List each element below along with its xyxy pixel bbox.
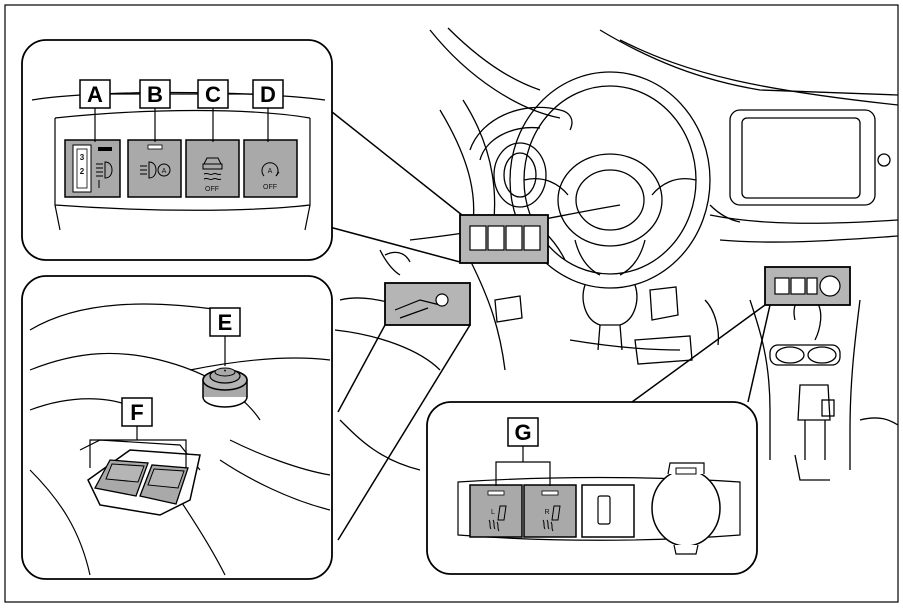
switch-b-auto-high-beam[interactable]: A (127, 139, 182, 198)
svg-text:A: A (162, 168, 167, 175)
callout-leaders (321, 103, 771, 541)
switch-a-headlight-leveling[interactable]: 3 2 (64, 139, 121, 198)
switch-d-off-text: OFF (263, 184, 277, 191)
label-e: E (209, 307, 241, 366)
svg-text:B: B (147, 82, 163, 107)
headlight-leveling-icon (96, 161, 113, 188)
label-b: B (139, 79, 171, 142)
switch-e-mirror-knob[interactable]: • (202, 367, 248, 408)
switch-c-off-text: OFF (205, 186, 219, 193)
switch-a-level-2: 2 (80, 167, 85, 176)
label-f: F (89, 397, 187, 468)
auto-high-beam-icon (140, 161, 171, 179)
switch-c-vsc-off[interactable]: OFF (185, 139, 240, 198)
console-switch-highlight (764, 266, 851, 306)
callout-dashboard-switches: 3 2 A (21, 39, 333, 261)
outside-mirror-knob-icon: • (214, 367, 236, 377)
svg-text:F: F (130, 400, 143, 425)
svg-text:D: D (260, 82, 276, 107)
callout-console-switches: L R (426, 401, 758, 575)
switch-d-stop-start-off[interactable]: A OFF (243, 139, 298, 198)
svg-text:A: A (87, 82, 103, 107)
left-seat-letter: L (491, 509, 495, 516)
label-c: C (197, 79, 229, 142)
console-blank-switch (581, 484, 635, 538)
svg-text:A: A (268, 168, 273, 175)
outer-frame (4, 4, 899, 603)
power-window-switch-icon (94, 459, 189, 505)
label-d: D (252, 79, 284, 142)
seat-heater-icon (488, 505, 507, 532)
stop-start-off-icon (261, 162, 280, 177)
svg-text:C: C (205, 82, 221, 107)
seat-heater-icon (542, 505, 561, 532)
dash-switch-highlight (459, 214, 549, 264)
switch-g-left-seat-heater[interactable]: L (469, 484, 523, 538)
switch-g-right-seat-heater[interactable]: R (523, 484, 577, 538)
vsc-off-icon (202, 157, 223, 181)
svg-text:E: E (218, 310, 233, 335)
switch-a-level-3: 3 (80, 153, 85, 162)
power-outlet-lid (651, 462, 721, 555)
right-seat-letter: R (544, 509, 549, 516)
door-switch-highlight (384, 282, 471, 326)
label-a: A (79, 79, 111, 142)
switch-f-power-windows[interactable] (87, 449, 201, 516)
svg-text:•: • (224, 368, 227, 375)
svg-text:G: G (514, 420, 531, 445)
label-g: G (495, 417, 551, 486)
callout-door-switches: • E F (21, 275, 333, 580)
